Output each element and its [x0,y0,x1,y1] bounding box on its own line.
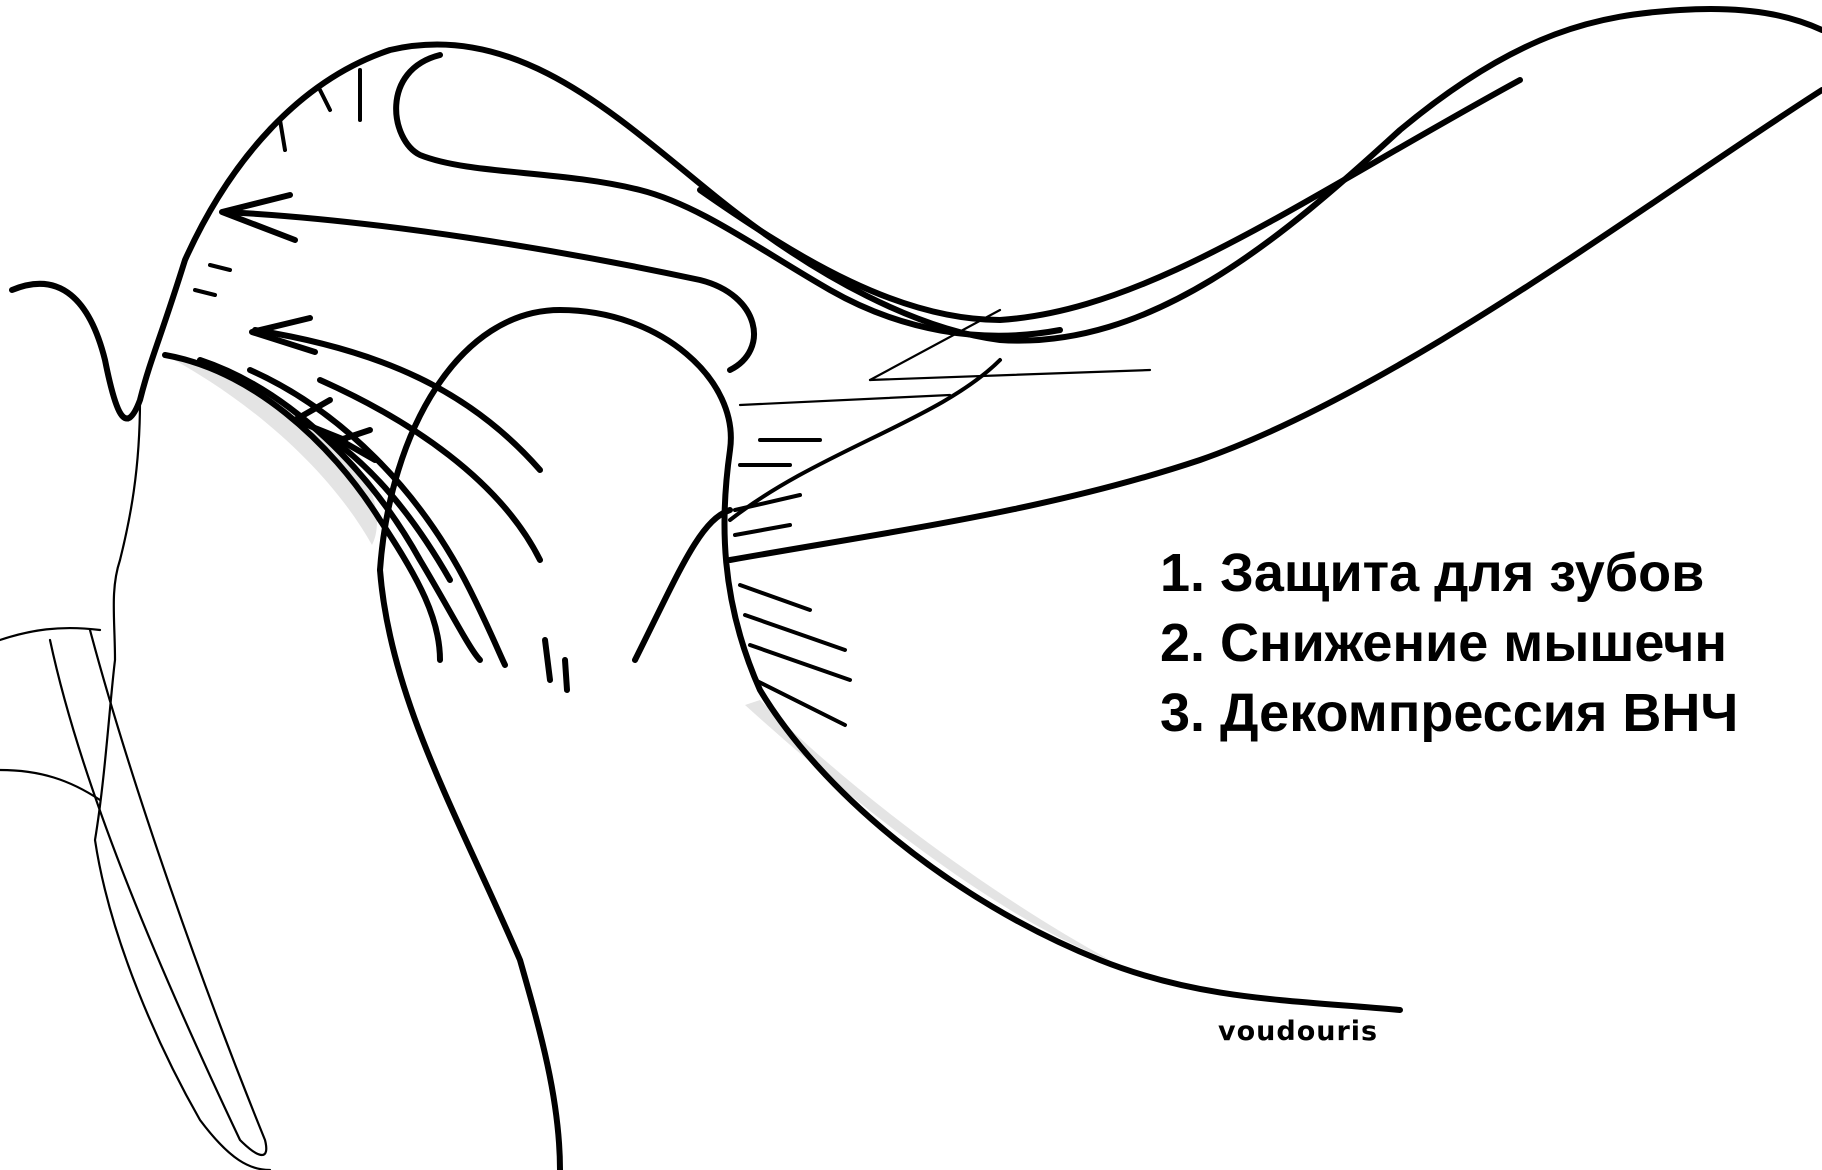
left-bone-outline [95,400,270,1170]
fossa-tick-5 [195,290,215,295]
artist-signature: voudouris [1218,1016,1378,1047]
anterior-curve [635,510,730,660]
posterior-short-mark-2 [565,660,567,690]
fiber-9 [745,615,845,650]
left-edge-line-2 [0,770,100,800]
posterior-short-mark [545,640,550,680]
fiber-10 [750,645,850,680]
fiber-7 [735,525,790,535]
lower-ligament-band [730,90,1822,560]
fiber-6 [735,495,800,510]
fiber-8 [740,585,810,610]
list-item-1: 1. Защита для зубов [1160,538,1738,608]
anterior-slip-shade [745,700,1110,960]
fossa-tick-1 [280,120,285,150]
treatment-list: 1. Защита для зубов 2. Снижение мышечн 3… [1160,538,1738,748]
fiber-3 [870,310,1000,380]
left-edge-line-1 [0,628,100,640]
list-item-3: 3. Декомпрессия ВНЧ [1160,678,1738,748]
posterior-curve-2 [200,360,480,660]
fossa-tick-4 [210,265,230,270]
list-item-2: 2. Снижение мышечн [1160,608,1738,678]
condyle-neck-left [380,570,560,1170]
fossa-tick-2 [320,90,330,110]
styloid-outer [50,630,266,1155]
fiber-1 [740,395,950,405]
fiber-2 [870,370,1150,380]
